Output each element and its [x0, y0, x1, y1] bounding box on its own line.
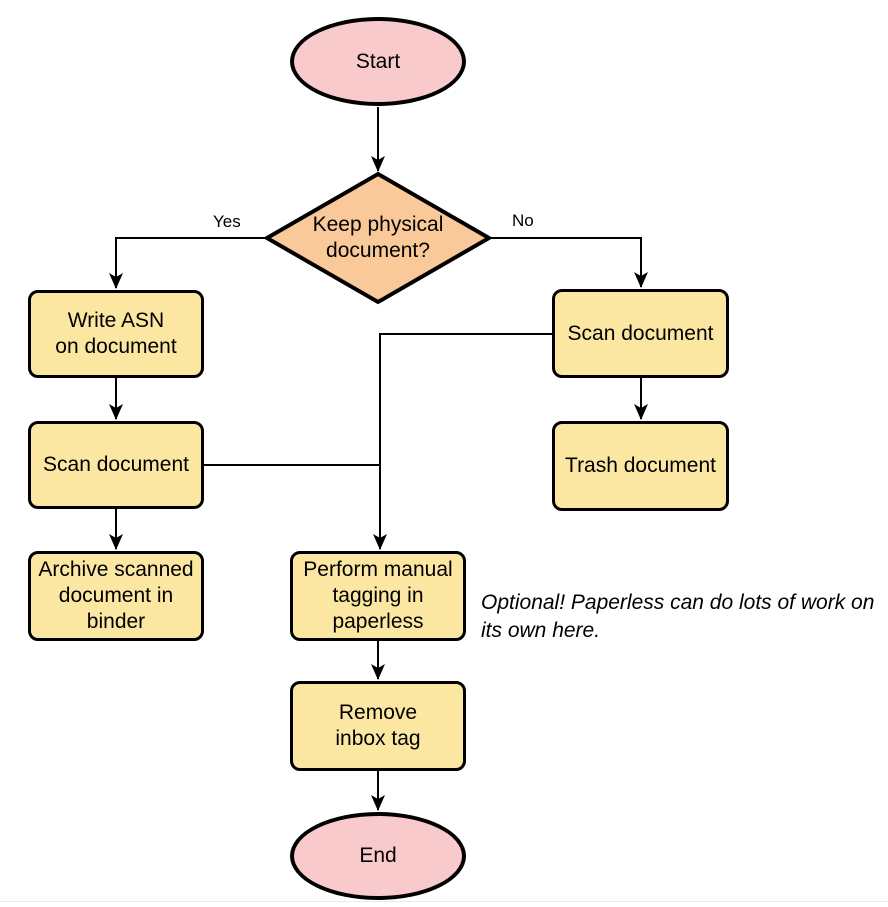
node-start: Start	[290, 17, 466, 106]
node-remove-inbox-tag-label: Remove inbox tag	[335, 701, 421, 750]
edge-label-no: No	[510, 211, 536, 231]
node-end: End	[290, 812, 466, 900]
edge-decision-no-to-scan-right	[489, 237, 648, 288]
node-trash-document-label: Trash document	[565, 454, 716, 477]
node-scan-document-left-label: Scan document	[43, 453, 189, 476]
decision-diamond-shape	[262, 171, 494, 305]
node-scan-document-right: Scan document	[552, 289, 729, 378]
node-write-asn-label: Write ASN on document	[55, 309, 177, 358]
node-trash-document: Trash document	[552, 421, 729, 511]
node-manual-tagging-label: Perform manual tagging in paperless	[303, 558, 453, 633]
edge-scan-right-to-tagging	[373, 333, 552, 550]
node-end-label: End	[359, 844, 397, 867]
node-decision-label: Keep physical document?	[312, 213, 444, 262]
node-archive-document: Archive scanned document in binder	[28, 551, 204, 641]
node-archive-document-label: Archive scanned document in binder	[38, 558, 194, 633]
page-separator-line	[0, 901, 888, 902]
node-decision: Keep physical document?	[278, 212, 478, 264]
optional-note: Optional! Paperless can do lots of work …	[481, 591, 875, 642]
node-scan-document-right-label: Scan document	[567, 321, 714, 345]
node-start-label: Start	[355, 49, 401, 73]
node-manual-tagging: Perform manual tagging in paperless	[290, 551, 466, 641]
node-write-asn: Write ASN on document	[28, 290, 204, 378]
node-scan-document-left: Scan document	[28, 421, 204, 509]
edge-label-yes: Yes	[211, 212, 243, 232]
edge-decision-yes-to-write-asn	[109, 237, 267, 289]
node-remove-inbox-tag: Remove inbox tag	[290, 681, 466, 771]
